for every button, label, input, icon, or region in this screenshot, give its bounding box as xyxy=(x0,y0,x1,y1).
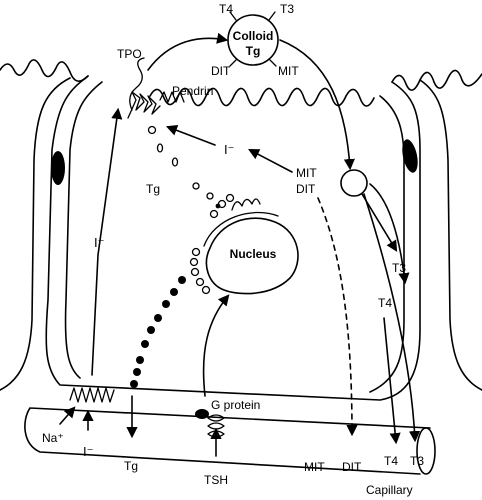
label-mit-mid: MIT xyxy=(296,166,317,180)
nis-transporter xyxy=(69,387,115,403)
neighbor-cell-right xyxy=(419,79,482,391)
label-dit-mid: DIT xyxy=(296,182,316,196)
label-tg-bottom: Tg xyxy=(124,459,138,473)
er-vesicles xyxy=(189,193,235,295)
arrow-dit-to-capillary-dashed xyxy=(317,197,358,437)
nucleus xyxy=(205,217,299,295)
arrow-tpo-to-colloid xyxy=(147,32,229,71)
arrow-gprotein-to-nucleus xyxy=(202,294,230,397)
label-g-protein: G protein xyxy=(211,398,260,412)
arrow-vesicle-to-t4 xyxy=(369,183,410,285)
capillary-outline xyxy=(24,407,431,475)
arrow-t4-to-capillary xyxy=(383,317,401,445)
nuclear-envelope xyxy=(203,211,279,247)
apical-membrane-right xyxy=(391,69,482,91)
cell-inner-left xyxy=(64,81,103,379)
arrow-mit-to-iodide xyxy=(248,148,293,173)
tg-vesicle-trail-upper xyxy=(215,203,221,209)
label-tpo: TPO xyxy=(117,47,142,61)
cell-inner-right xyxy=(369,95,405,393)
capillary-end xyxy=(416,427,436,475)
apical-membrane-center xyxy=(149,87,375,107)
label-dit-top: DIT xyxy=(211,64,231,78)
endocytic-vesicle xyxy=(340,169,368,197)
label-mit-top: MIT xyxy=(278,64,299,78)
label-tsh: TSH xyxy=(204,473,228,487)
tpo-enzyme xyxy=(127,57,161,119)
arrow-iodide-to-tpo xyxy=(165,124,216,146)
label-t4-right: T4 xyxy=(378,296,392,310)
label-t3-top: T3 xyxy=(280,2,294,16)
arrow-iodide-up-left xyxy=(91,107,123,376)
label-tg-mid: Tg xyxy=(146,182,160,196)
label-mit-bottom: MIT xyxy=(304,460,325,474)
label-dit-bottom: DIT xyxy=(342,460,362,474)
g-protein-shape xyxy=(195,409,209,419)
apical-membrane-left xyxy=(0,59,89,82)
tight-junction-right xyxy=(402,139,418,173)
label-colloid-tg: Tg xyxy=(246,44,261,58)
arrow-t3-to-capillary xyxy=(363,193,421,443)
arrow-colloid-to-vesicle xyxy=(279,39,355,171)
tg-open-vesicles xyxy=(147,125,214,200)
label-colloid: Colloid xyxy=(233,29,274,43)
label-pendrin: Pendrin xyxy=(172,84,213,98)
pendrin-transporter xyxy=(159,91,185,103)
label-iodide-left: I⁻ xyxy=(94,235,104,250)
neighbor-cell-left xyxy=(0,77,71,391)
tg-vesicle-trail xyxy=(130,276,186,388)
tight-junction-left xyxy=(51,151,65,185)
label-t4-top: T4 xyxy=(219,2,233,16)
label-iodide-top: I⁻ xyxy=(224,142,234,157)
label-nucleus: Nucleus xyxy=(230,247,277,261)
arrow-na-in xyxy=(59,406,76,425)
label-iodide-bottom: I⁻ xyxy=(83,444,93,459)
golgi xyxy=(231,198,261,211)
label-t4-bottom: T4 xyxy=(384,454,398,468)
label-t3-bottom: T3 xyxy=(410,454,424,468)
label-capillary: Capillary xyxy=(366,483,413,497)
cell-outline xyxy=(45,75,421,401)
label-na: Na⁺ xyxy=(42,431,64,445)
label-t3-right: T3 xyxy=(392,261,406,275)
